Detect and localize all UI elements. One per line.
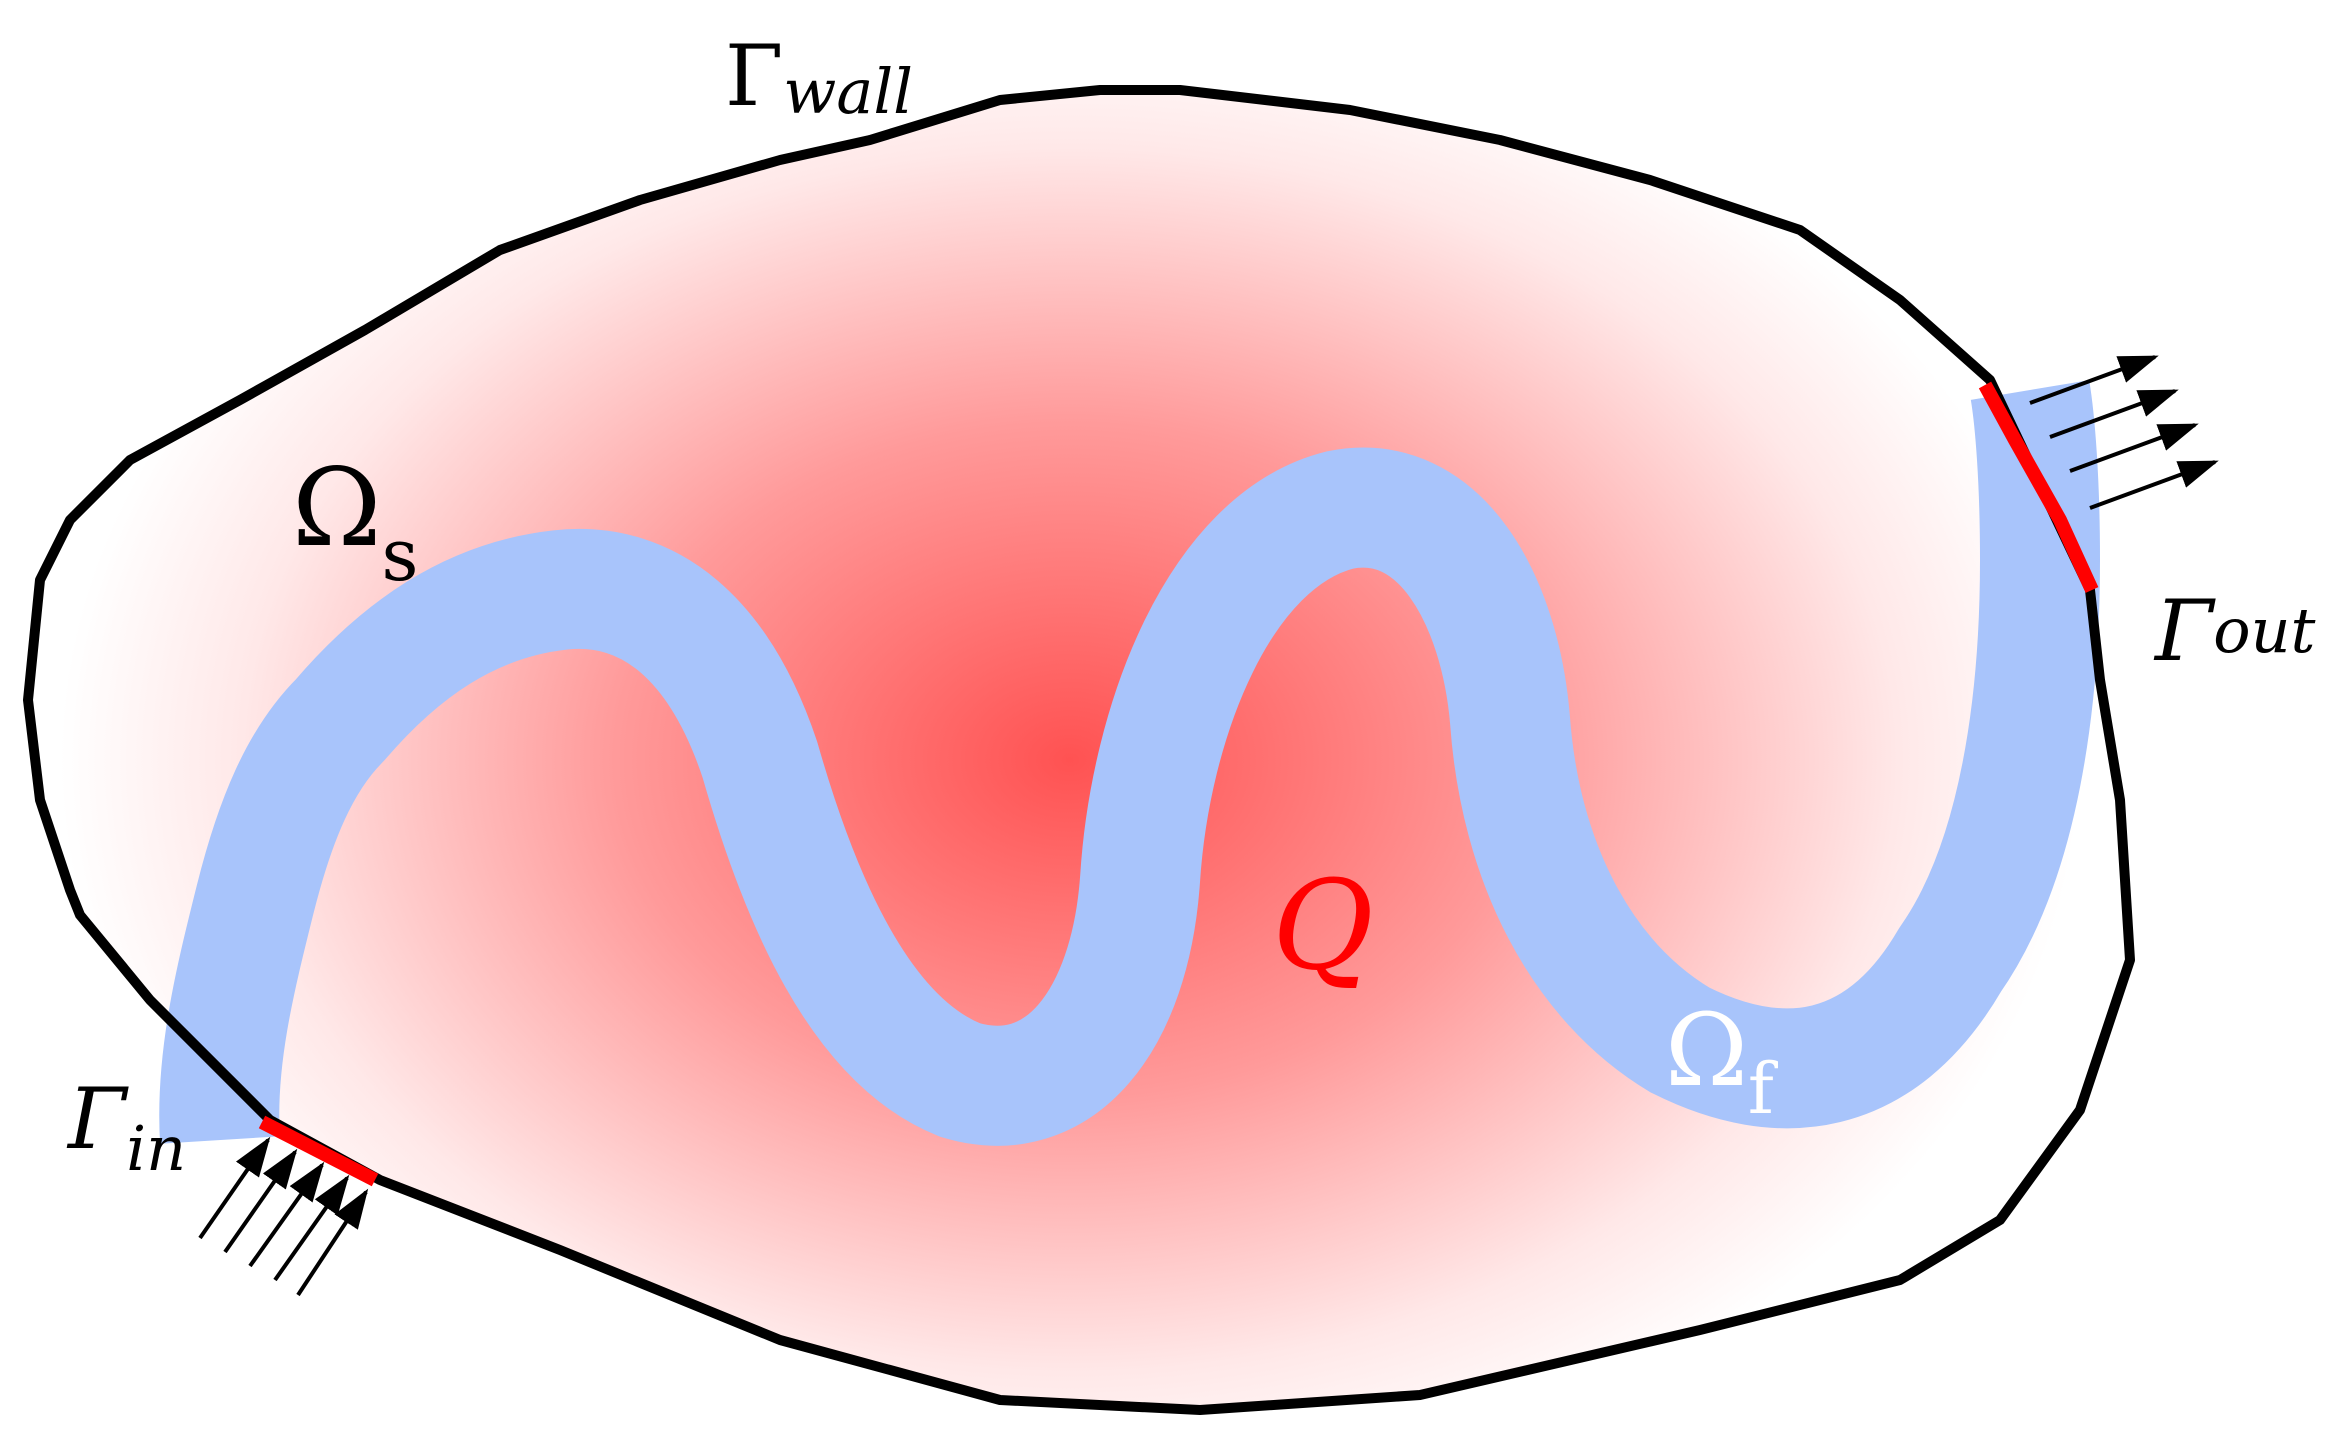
inlet-arrow-4 xyxy=(273,1174,350,1282)
fluid-channel xyxy=(159,380,2100,1146)
outlet-arrow-1 xyxy=(2029,355,2159,405)
heat-source-label: Q xyxy=(1272,854,1374,998)
outlet-arrow-2 xyxy=(2049,389,2179,439)
omega-s-label: Ωs xyxy=(292,446,419,597)
outlet-arrow-4 xyxy=(2089,460,2219,510)
domain-boundary xyxy=(23,85,2135,1415)
inlet-arrows xyxy=(198,1136,369,1297)
inlet-boundary xyxy=(258,1115,379,1187)
outlet-arrow-3 xyxy=(2069,423,2199,473)
inlet-arrow-3 xyxy=(248,1161,325,1268)
inlet-arrow-5 xyxy=(296,1188,369,1297)
outlet-arrows xyxy=(2029,355,2219,510)
gamma-wall-label: Γwall xyxy=(725,27,913,128)
gamma-out-label: Γout xyxy=(2153,582,2316,680)
inlet-arrow-1 xyxy=(198,1136,271,1240)
omega-f-label: Ωf xyxy=(1665,992,1779,1130)
inlet-arrow-2 xyxy=(223,1148,298,1254)
gamma-in-label: Γin xyxy=(66,1070,186,1185)
outlet-boundary xyxy=(1978,381,2099,593)
